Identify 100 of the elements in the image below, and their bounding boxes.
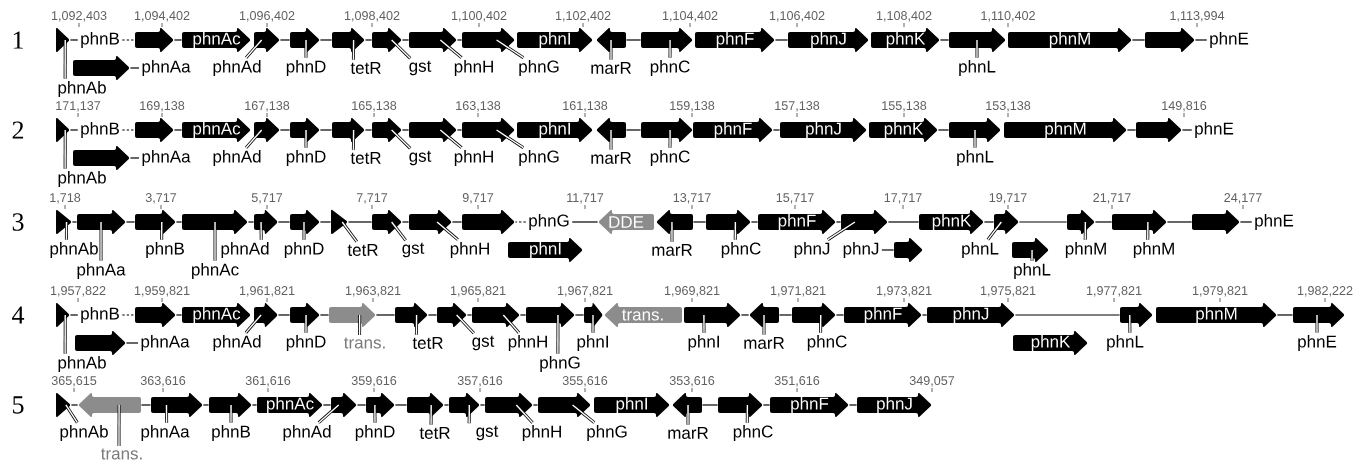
coordinate-label: 159,138 [670,101,715,118]
gene-symbol [56,209,72,235]
gene-symbol [56,302,70,328]
leader-line [229,404,233,424]
gene-symbol [332,117,365,143]
gene-label: phnG [540,356,580,372]
gene-label: phnAa [141,425,190,441]
leader-line [439,38,463,59]
gene-symbol [331,392,357,418]
backbone-line [848,404,858,406]
gene-symbol [1192,209,1240,235]
gene-label: phnE [1210,32,1249,48]
backbone-line [939,39,950,41]
backbone-line [625,129,642,131]
leader-line [429,404,433,426]
gene-symbol [1112,209,1167,235]
backbone-line [71,221,78,223]
leader-line [1239,221,1253,223]
backbone-line [202,404,210,406]
backbone-line [173,129,183,131]
gene-symbol [472,302,520,328]
gene-symbol [656,209,693,235]
gene-symbol [485,392,533,418]
gene-label: tetR [419,427,450,439]
gene-symbol [1136,117,1182,143]
coordinate-label: 359,616 [351,376,397,393]
gene-symbol [73,55,130,81]
backbone-line [319,314,330,316]
leader-line [390,221,407,242]
leader-line [609,39,613,61]
leader-line [1128,314,1132,334]
backbone-line [451,221,463,223]
gene-symbol [366,392,395,418]
gene-label: phnH [508,335,547,351]
gene-label: gst [402,242,425,258]
gene-symbol [56,117,70,143]
coordinate-label: 1,963,821 [345,286,401,303]
leader-line [495,38,525,59]
backbone-line [347,221,373,223]
leader-line [1146,221,1150,241]
gene-symbol [290,27,320,53]
backbone-line [322,404,332,406]
coordinate-label: 353,616 [669,376,715,393]
coordinate-label: 149,816 [1162,101,1207,118]
gene-label: tetR [347,244,378,256]
coordinate-label: 349,057 [909,376,955,393]
gene-label: phnG [587,425,627,441]
backbone-line [427,314,438,316]
gene-symbol [77,209,126,235]
backbone-line [479,404,486,406]
gene-label: phnC [650,60,690,76]
gene-label: tetR [350,152,381,164]
coordinate-label: 1,965,821 [450,286,506,303]
leader-line [1181,129,1193,131]
gene-symbol [1067,209,1095,235]
gene-label: phnAb [58,81,106,97]
gene-symbol [254,117,280,143]
leader-line [571,403,596,424]
gene-label: phnC [721,242,761,258]
backbone-line [466,314,473,316]
gene-label: phnM [1133,242,1174,258]
gene-label: phnM [1065,242,1106,258]
gene-label: phnC [650,150,690,166]
leader-line [99,221,103,262]
leader-line [495,128,525,149]
backbone-line [175,221,183,223]
leader-line [702,314,706,334]
coordinate-label: 169,138 [140,101,185,118]
backbone-line [519,314,527,316]
coordinate-label: 1,971,821 [770,286,826,303]
coordinate-label: 1,100,402 [451,11,507,28]
row-number: 3 [12,213,24,231]
gene-symbol [329,302,376,328]
leader-line [244,129,263,149]
coordinate-label: 11,717 [567,193,604,210]
gene-label: phnE [1255,214,1294,230]
gene-symbol [437,302,467,328]
gene-symbol [56,392,71,418]
gene-label: phnC [807,335,847,351]
gene-symbol [409,117,457,143]
coordinate-label: 357,616 [457,376,503,393]
coordinate-label: 21,717 [1093,193,1131,210]
leader-line [827,220,856,241]
gene-symbol [1120,302,1153,328]
backbone-line [625,39,642,41]
gene-label: phnB [146,242,184,258]
coordinate-label: 1,094,402 [134,11,190,28]
gene-label: phnG [519,60,559,76]
coordinate-label: 355,616 [562,376,608,393]
coordinate-label: 1,959,821 [134,286,190,303]
leader-line [502,314,521,334]
row-number: 1 [13,31,23,49]
coordinate-label: 1,718 [50,193,81,210]
leader-line [64,404,79,424]
leader-line [390,128,412,150]
backbone-line [1276,314,1294,316]
gene-symbol [449,392,480,418]
leader-line [213,221,217,262]
coordinate-label: 1,975,821 [980,286,1036,303]
gene-symbol [1293,302,1345,328]
